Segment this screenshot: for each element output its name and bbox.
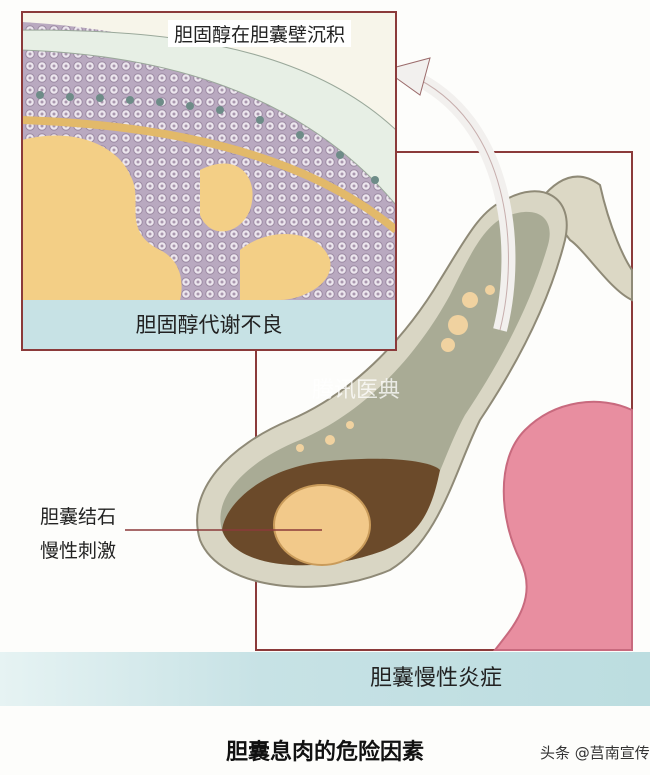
intestine — [492, 400, 633, 651]
cholesterol-deposits — [296, 285, 495, 452]
bottom-band — [0, 652, 650, 706]
credit: 头条 @莒南宣传 — [540, 744, 650, 762]
inset-frame — [21, 11, 397, 351]
watermark: 腾讯医典 — [312, 378, 401, 403]
chronic-irritation-label: 慢性刺激 — [40, 540, 117, 562]
gallstone — [273, 484, 371, 566]
gallstone-label: 胆囊结石 — [40, 506, 117, 528]
inflammation-label: 胆囊慢性炎症 — [370, 666, 503, 691]
main-frame — [255, 151, 633, 651]
caption: 胆囊息肉的危险因素 — [225, 740, 424, 765]
metabolism-label: 胆固醇代谢不良 — [135, 313, 283, 337]
deposit-title: 胆固醇在胆囊壁沉积 — [168, 20, 352, 47]
inset-tissue — [22, 12, 396, 300]
